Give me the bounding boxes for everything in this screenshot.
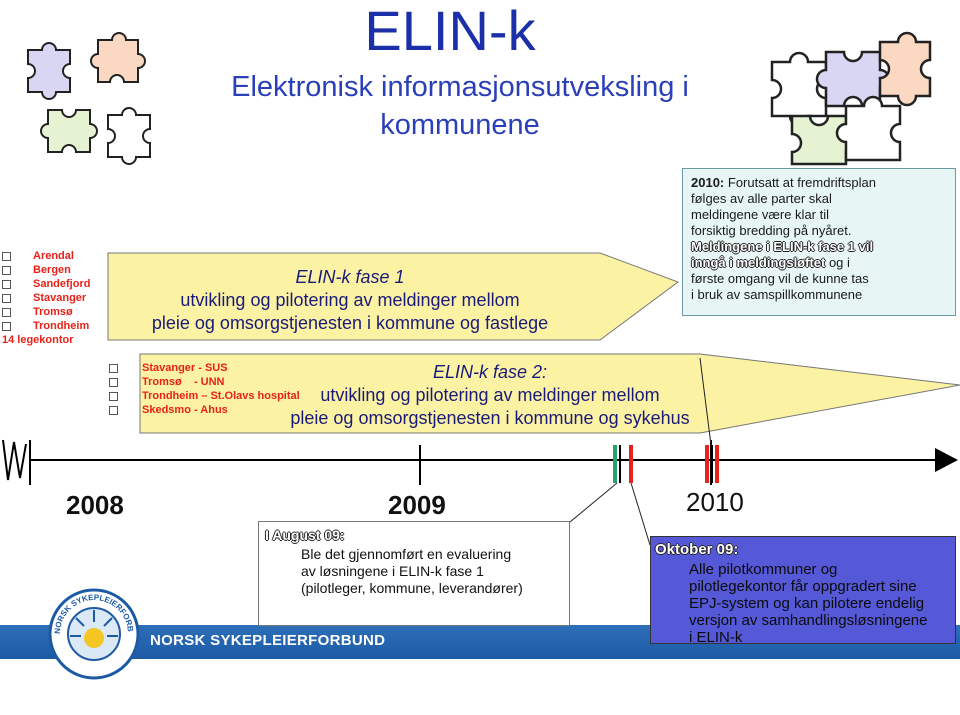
note-bold-line1: Meldingene i ELIN-k fase 1 vil	[691, 239, 874, 254]
aug-label: I August 09:	[265, 527, 345, 543]
list-item: Sandefjord	[2, 277, 90, 291]
puzzle-pieces-left-icon	[27, 32, 151, 165]
page-title: ELIN-k	[364, 0, 536, 62]
year-label: 2010	[686, 487, 744, 517]
phase2-heading: ELIN-k fase 2:	[432, 362, 548, 382]
phase1-municipality-list: Arendal Bergen Sandefjord Stavanger Trom…	[2, 249, 90, 347]
august-evaluation-box: I August 09: Ble det gjennomført en eval…	[258, 521, 570, 626]
oct-label: Oktober 09:	[655, 541, 739, 558]
phase1-line1: utvikling og pilotering av meldinger mel…	[180, 290, 520, 310]
phase1-heading: ELIN-k fase 1	[295, 267, 405, 287]
note-2010: 2010: Forutsatt at fremdriftsplan følges…	[682, 168, 956, 316]
list-item: Trondheim – St.Olavs hospital	[109, 389, 300, 403]
year-label: 2009	[388, 490, 446, 520]
footer-org-name: NORSK SYKEPLEIERFORBUND	[150, 632, 386, 649]
phase1-footnote: 14 legekontor	[2, 334, 74, 346]
phase2-site-list: Stavanger - SUS Tromsø - UNN Trondheim –…	[109, 361, 300, 417]
phase1-text: ELIN-k fase 1 utvikling og pilotering av…	[110, 266, 590, 335]
list-item: Stavanger - SUS	[109, 361, 300, 375]
phase2-text: ELIN-k fase 2: utvikling og pilotering a…	[270, 361, 710, 430]
footer-bottom	[0, 659, 960, 715]
phase2-line1: utvikling og pilotering av meldinger mel…	[320, 385, 660, 405]
year-label: 2008	[66, 490, 124, 520]
phase2-line2: pleie og omsorgstjenesten i kommune og s…	[290, 408, 690, 428]
list-item: Tromsø - UNN	[109, 375, 300, 389]
phase1-arrow	[107, 252, 680, 341]
list-item: Tromsø	[2, 305, 90, 319]
list-item: Skedsmo - Ahus	[109, 403, 300, 417]
list-item: Stavanger	[2, 291, 90, 305]
list-item: Arendal	[2, 249, 90, 263]
october-upgrade-box: Oktober 09: Alle pilotkommuner og pilotl…	[650, 536, 956, 646]
nsf-seal-logo: NORSK SYKEPLEIERFORBUND	[48, 588, 140, 680]
phase2-arrow	[139, 353, 960, 434]
list-item: Bergen	[2, 263, 90, 277]
list-item: Trondheim	[2, 319, 90, 333]
page-subtitle: Elektronisk informasjonsutveksling i kom…	[231, 71, 689, 141]
phase1-line2: pleie og omsorgstjenesten i kommune og f…	[151, 313, 549, 333]
puzzle-pieces-right-icon	[770, 31, 932, 166]
